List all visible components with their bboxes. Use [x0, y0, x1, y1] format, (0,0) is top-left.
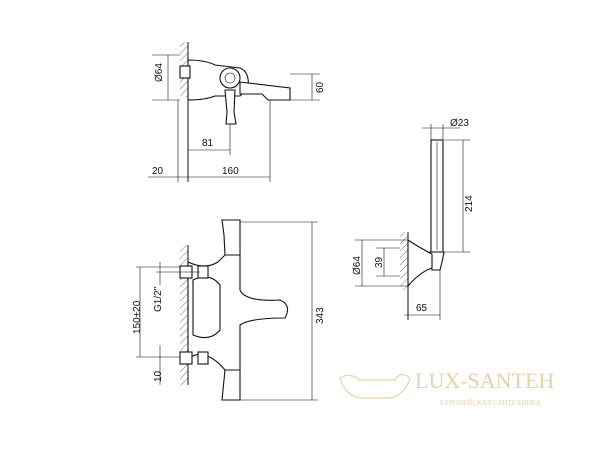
body-recess	[192, 276, 221, 339]
dim-wall-20: 20	[152, 166, 164, 177]
dim-depth-65: 65	[416, 303, 428, 314]
dim-height-60: 60	[315, 81, 326, 93]
lower-end	[221, 369, 241, 401]
dim-holder-diameter: Ø64	[352, 256, 363, 275]
dim-spacing: 150±20	[132, 300, 143, 334]
lower-inlet	[179, 351, 193, 365]
dim-length-160: 160	[222, 166, 239, 177]
watermark-tagline: ЕВРОПЕЙСКАЯ САНТЕХНИКА	[440, 399, 541, 407]
shower-holder	[407, 238, 433, 288]
front-view: 343 150±20 G1/2" 10	[132, 219, 326, 401]
spout	[239, 81, 291, 101]
dim-inlet-10: 10	[153, 370, 164, 382]
dim-length-214: 214	[464, 195, 475, 212]
dim-holder-height: 39	[374, 256, 385, 268]
inlet-connector	[179, 65, 191, 79]
diverter	[224, 89, 237, 125]
dim-offset-81: 81	[202, 138, 214, 149]
top-view: Ø64 60 81 20 160	[148, 42, 326, 182]
dim-width-343: 343	[315, 307, 326, 324]
control-knob	[219, 67, 241, 89]
dim-thread: G1/2"	[153, 286, 164, 312]
lower-nut	[197, 351, 209, 365]
hand-shower-view: Ø23 214 Ø64 39 65	[352, 118, 475, 320]
bathtub-icon	[339, 373, 411, 399]
upper-end	[221, 219, 241, 256]
dim-diameter-top: Ø64	[154, 63, 165, 82]
watermark-brand: LUX-SANTEH	[415, 368, 554, 393]
dim-diameter-handle: Ø23	[450, 118, 469, 129]
wall-hatch-shower	[400, 232, 408, 290]
watermark-logo: LUX-SANTEH ЕВРОПЕЙСКАЯ САНТЕХНИКА	[339, 368, 554, 407]
wall-hatch-front	[180, 245, 188, 385]
